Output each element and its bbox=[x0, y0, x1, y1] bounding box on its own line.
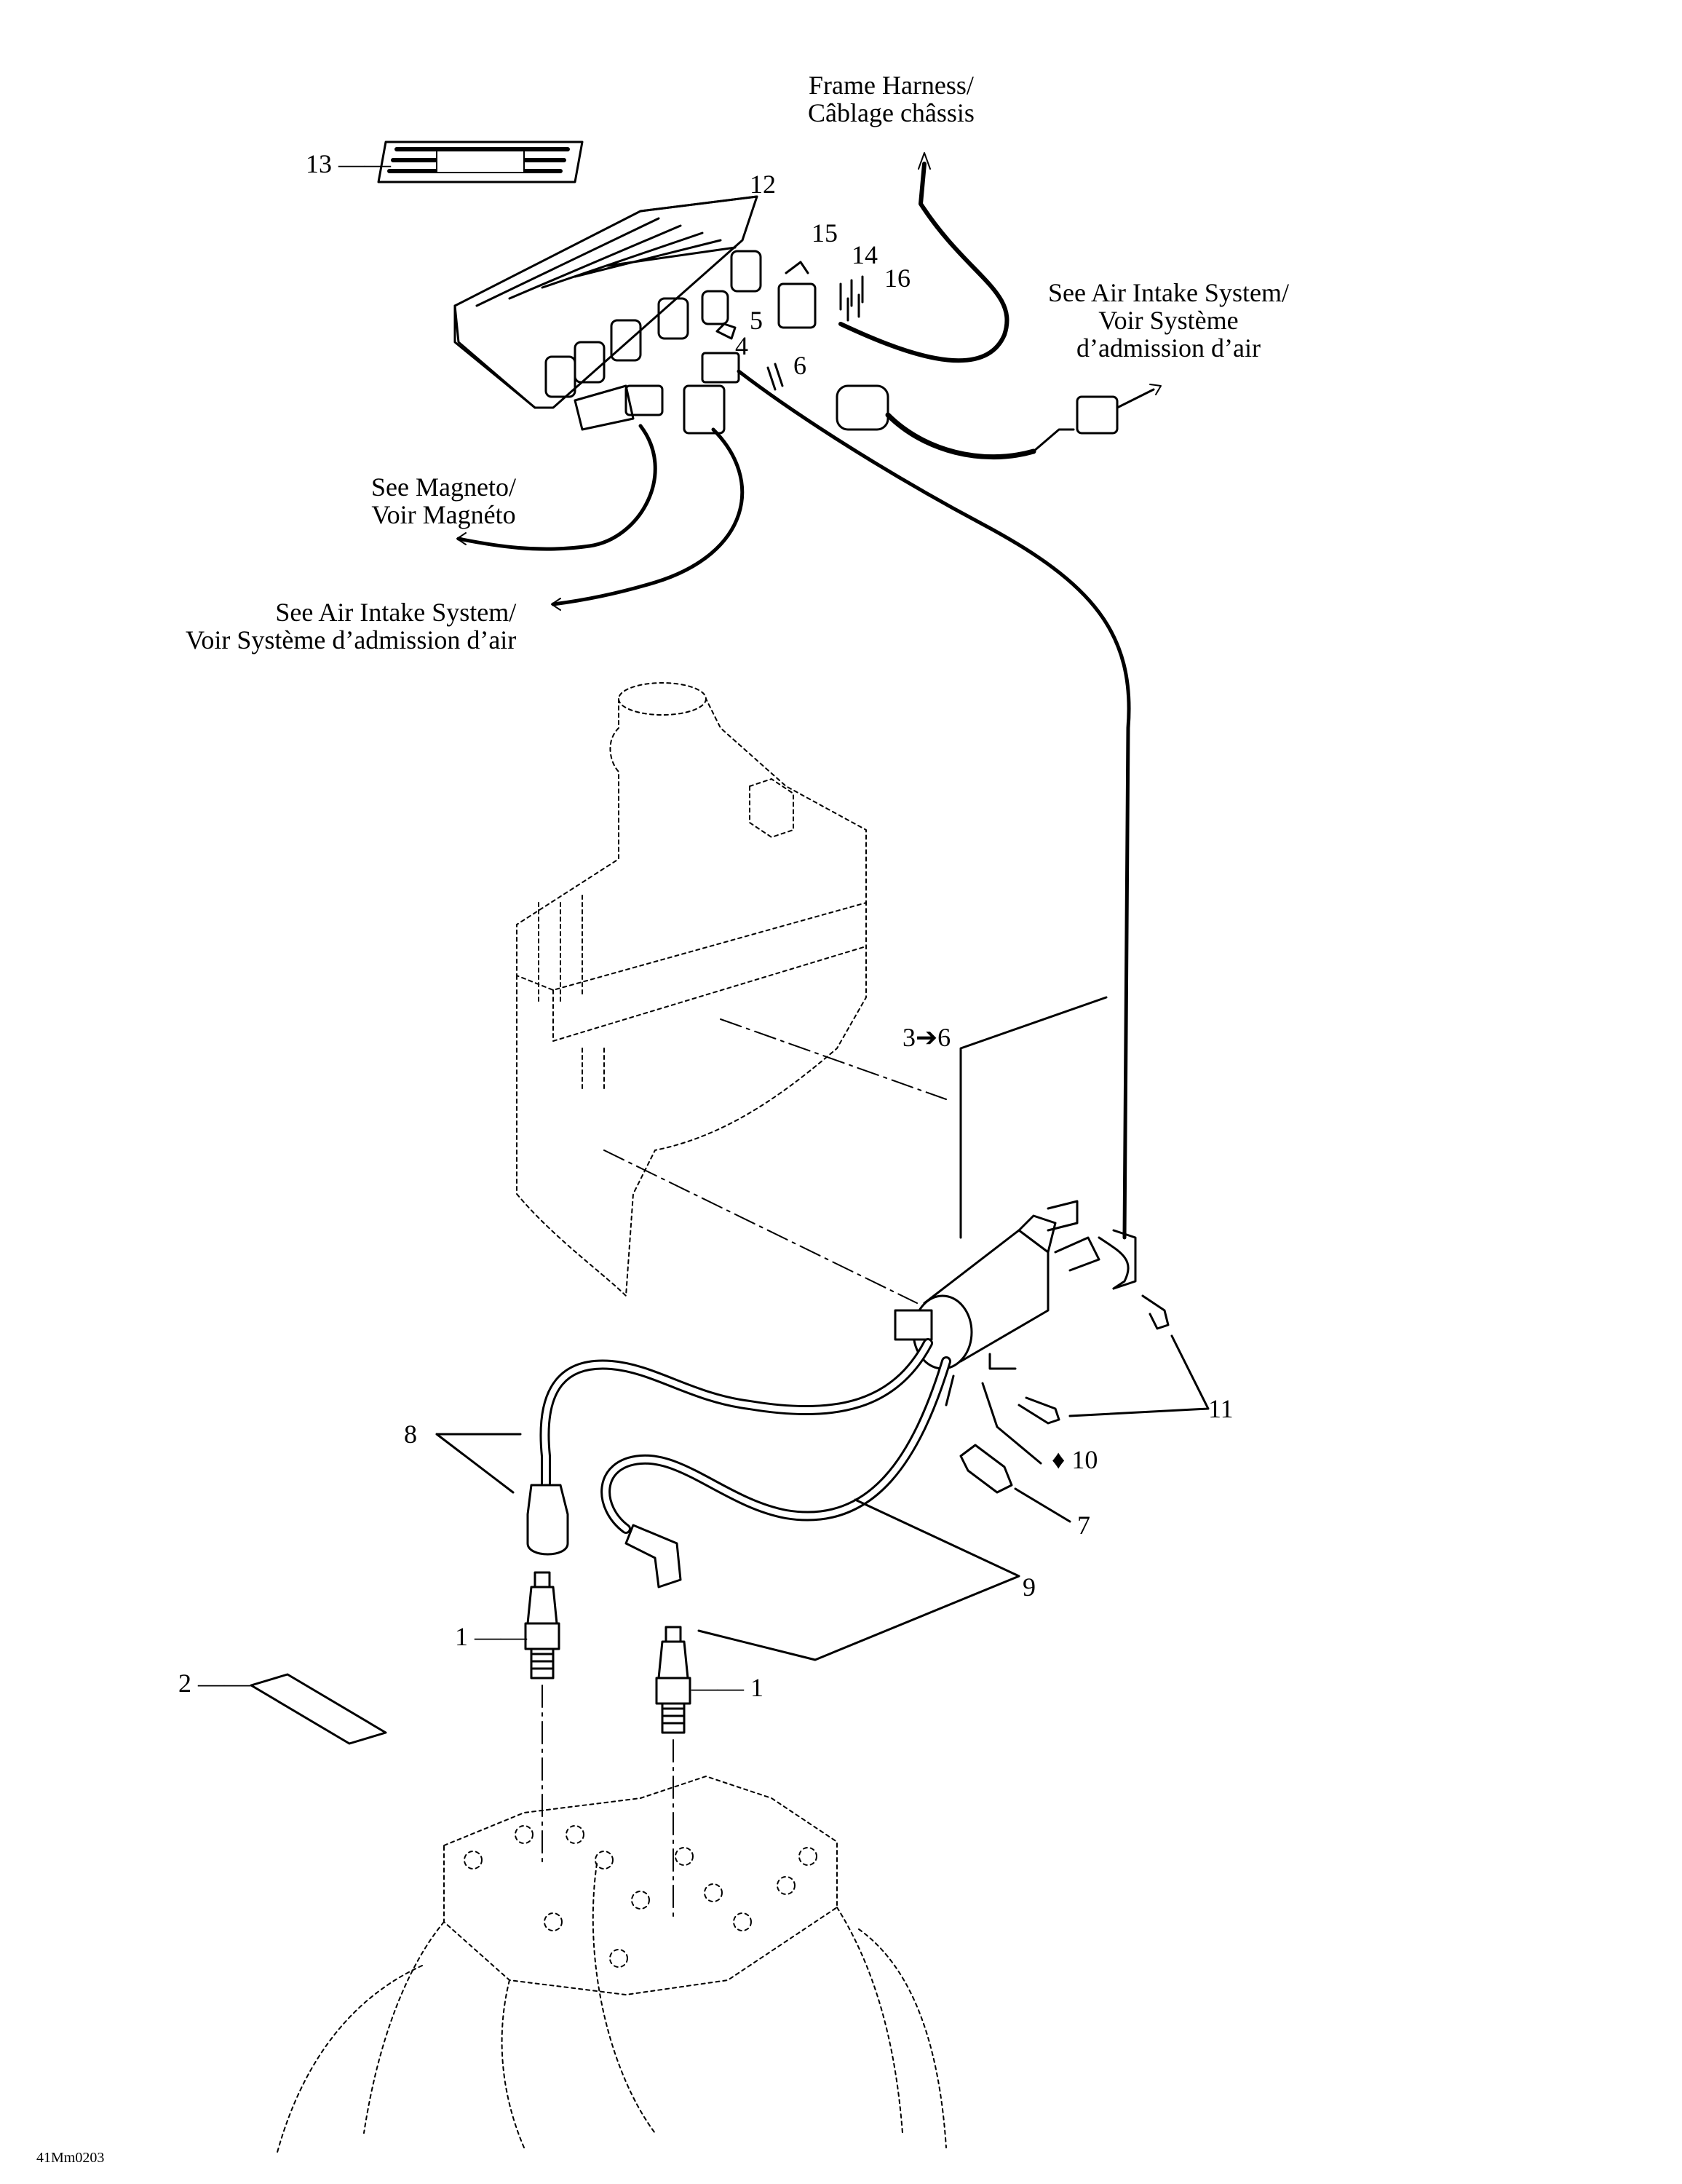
callout-1-right-text: 1 bbox=[750, 1673, 763, 1702]
callout-6: 6 bbox=[793, 351, 806, 380]
callout-13-text: 13 bbox=[306, 149, 332, 178]
callout-1-right: —— 1 bbox=[691, 1673, 763, 1702]
magneto-line-1: See Magneto/ bbox=[371, 472, 516, 502]
callout-2-text: 2 bbox=[178, 1669, 191, 1698]
air-intake-left-line-2: Voir Système d’admission d’air bbox=[186, 625, 517, 654]
frame-harness-line-2: Câblage châssis bbox=[808, 98, 975, 127]
callout-10-text: 10 bbox=[1071, 1445, 1098, 1474]
clip-15 bbox=[785, 261, 809, 274]
callout-13: 13 —— bbox=[306, 149, 391, 178]
air-intake-note-right: See Air Intake System/ Voir Système d’ad… bbox=[1048, 279, 1289, 362]
air-intake-right-line-1: See Air Intake System/ bbox=[1048, 278, 1289, 307]
magneto-line-2: Voir Magnéto bbox=[371, 500, 516, 529]
callout-10: ♦ 10 bbox=[1052, 1445, 1098, 1474]
callout-15: 15 bbox=[812, 218, 838, 248]
callout-8: 8 bbox=[404, 1420, 417, 1449]
mpem-module bbox=[453, 195, 762, 409]
callout-7: 7 bbox=[1077, 1511, 1090, 1540]
callout-3-6: 3➔6 bbox=[903, 1023, 951, 1052]
air-intake-right-line-3: d’admission d’air bbox=[1076, 333, 1261, 363]
mpem-logo-decal bbox=[377, 141, 584, 183]
callout-14: 14 bbox=[852, 240, 878, 269]
figure-code: 41Mm0203 bbox=[36, 2150, 105, 2166]
connector-14 bbox=[777, 282, 817, 329]
engine-head bbox=[276, 1776, 947, 2156]
callout-1-left-text: 1 bbox=[455, 1622, 468, 1651]
spark-plug-right bbox=[655, 1626, 691, 1734]
callout-4: 4 bbox=[735, 331, 748, 360]
callout-11: 11 bbox=[1208, 1394, 1234, 1423]
callout-1-left: 1 —— bbox=[455, 1622, 527, 1651]
callout-5: 5 bbox=[750, 306, 763, 335]
callout-9: 9 bbox=[1023, 1572, 1036, 1602]
callout-16: 16 bbox=[884, 264, 911, 293]
magneto-note: See Magneto/ Voir Magnéto bbox=[371, 473, 516, 529]
ignition-coil bbox=[894, 1214, 1057, 1370]
callout-12: 12 bbox=[750, 170, 776, 199]
frame-harness-line-1: Frame Harness/ bbox=[809, 71, 974, 100]
spark-plug-left bbox=[524, 1571, 560, 1679]
air-intake-note-left: See Air Intake System/ Voir Système d’ad… bbox=[186, 598, 516, 654]
callout-2: 2 —— bbox=[178, 1669, 250, 1698]
oil-tank bbox=[516, 682, 867, 1297]
air-intake-right-line-2: Voir Système bbox=[1098, 306, 1239, 335]
air-intake-left-line-1: See Air Intake System/ bbox=[275, 598, 517, 627]
frame-harness-note: Frame Harness/ Câblage châssis bbox=[808, 71, 975, 127]
connector-4 bbox=[701, 352, 740, 384]
